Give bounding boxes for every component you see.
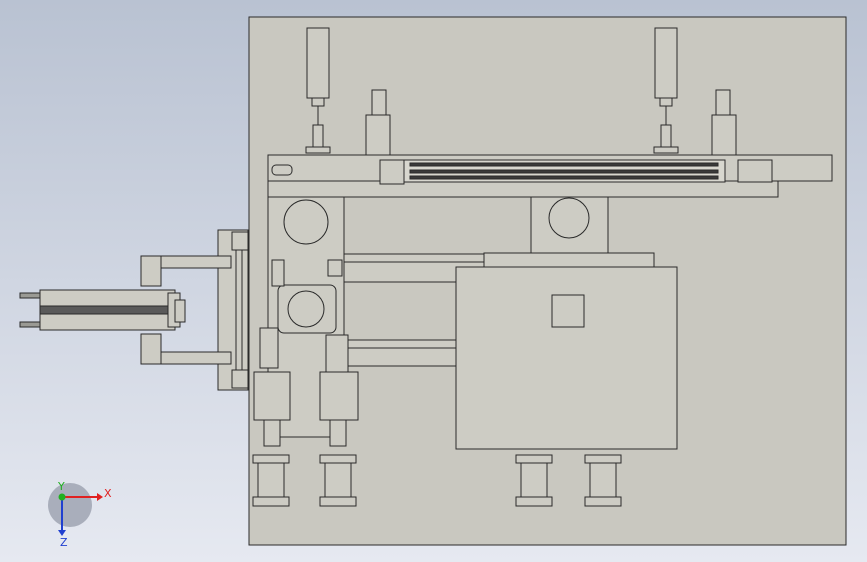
triad-y-point — [58, 493, 66, 501]
tr-coupling — [660, 124, 672, 148]
tl-motor-collar — [311, 97, 325, 107]
triad-x-label: X — [104, 487, 112, 500]
triad-z-label: Z — [60, 536, 68, 549]
block-lower-mid — [325, 334, 349, 374]
cyl-3-body — [520, 462, 548, 498]
cyl-2-top — [319, 454, 357, 464]
enclosure-mount-plate — [551, 294, 585, 328]
tr-motor-collar — [659, 97, 673, 107]
block-left-small — [271, 259, 285, 287]
left-slide-rail — [39, 305, 169, 315]
center-tower-bore — [548, 197, 590, 239]
left-rod-top — [19, 292, 41, 299]
triad-x-arrow — [97, 493, 103, 501]
triad-y-label: Y — [57, 480, 65, 493]
cyl-3-top — [515, 454, 553, 464]
bearing-mid-bore — [287, 290, 325, 328]
bottom-motor-1 — [253, 371, 291, 421]
cyl-3-bottom — [515, 496, 553, 507]
machine-assembly — [19, 16, 847, 546]
left-mount-bracket — [217, 229, 249, 391]
bearing-housing-top — [283, 199, 329, 245]
tl-foot — [305, 146, 331, 154]
bottom-coupling-1 — [263, 419, 281, 447]
block-lower-left — [259, 327, 279, 369]
upright-right-plate — [711, 114, 737, 156]
cyl-2-bottom — [319, 496, 357, 507]
triad-z-arrow — [58, 530, 66, 536]
cyl-1-body — [257, 462, 285, 498]
top-right-motor — [653, 27, 679, 154]
cyl-4-top — [584, 454, 622, 464]
cyl-2-body — [324, 462, 352, 498]
bottom-coupling-2 — [329, 419, 347, 447]
enclosure-top-strip — [483, 252, 655, 268]
actuator-left-block — [379, 159, 405, 185]
cyl-1-bottom — [252, 496, 290, 507]
left-bracket-lower-tab — [231, 369, 249, 389]
bottom-cylinders — [252, 454, 622, 507]
cyl-4-body — [589, 462, 617, 498]
tr-foot — [653, 146, 679, 154]
bottom-motor-2 — [319, 371, 359, 421]
left-connector-block — [174, 299, 186, 323]
tr-motor-body — [654, 27, 678, 99]
cyl-4-bottom — [584, 496, 622, 507]
left-bracket-upper-tab — [231, 231, 249, 251]
left-rod-bottom — [19, 321, 41, 328]
top-left-motor — [305, 27, 331, 154]
triad-origin-shadow — [48, 483, 92, 527]
tl-motor-body — [306, 27, 330, 99]
gantry-left-slot — [271, 164, 293, 176]
upright-left-plate — [365, 114, 391, 156]
tl-coupling — [312, 124, 324, 148]
mid-rail-bottom — [343, 339, 457, 367]
actuator-rail-2 — [409, 169, 719, 174]
coordinate-triad: X Y Z — [48, 480, 112, 549]
left-arm-lower-vert — [140, 333, 162, 365]
left-arm-upper-vert — [140, 255, 162, 287]
cyl-1-top — [252, 454, 290, 464]
actuator-right-coupler — [737, 159, 773, 183]
left-gripper-module — [19, 229, 249, 391]
actuator-rail-1 — [409, 162, 719, 167]
gantry-lower-beam — [267, 180, 779, 198]
actuator-rail-3 — [409, 175, 719, 180]
block-mid-small — [327, 259, 343, 277]
large-enclosure — [455, 266, 678, 450]
